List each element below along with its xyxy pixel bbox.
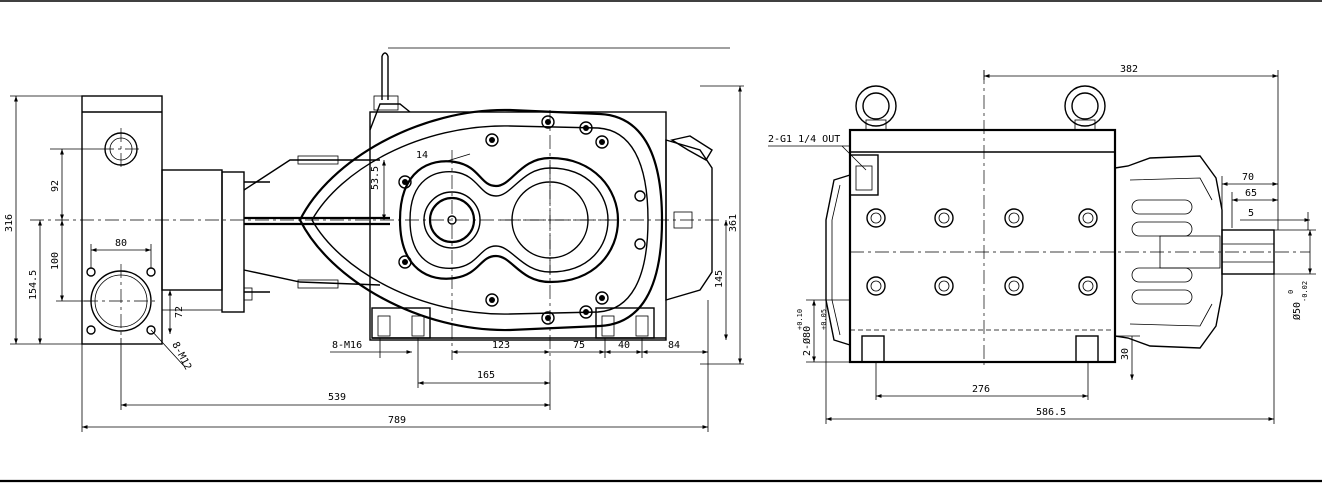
motor-flange [665,139,713,301]
drive-shaft [1221,229,1275,275]
drive-end-housing [1114,155,1223,349]
left-end-cap [825,174,851,346]
valve-plugs [866,208,1098,296]
label-shaft-tol-lower: -0.02 [1301,281,1309,302]
front-view [30,47,730,372]
dim-586-5: 586.5 [1036,407,1066,418]
label-inlet-tol-upper: +0.10 [796,309,804,330]
dim-539: 539 [328,392,346,403]
front-view-dimensions: 789 539 165 123 75 40 84 8-M16 316 154.5 [4,85,744,432]
outlet-port [849,154,879,196]
label-shaft-tol-upper: 0 [1287,290,1295,294]
dim-30: 30 [1120,348,1131,360]
dim-276: 276 [972,384,990,395]
connecting-tube [161,169,223,291]
dim-65: 65 [1245,188,1257,199]
dim-75: 75 [573,340,585,351]
cover-bolts [398,115,646,325]
dim-100: 100 [50,252,61,270]
dim-154-5: 154.5 [28,270,39,300]
lifting-eye-right [1064,85,1106,127]
label-8-m12: 8-M12 [169,340,193,372]
lifting-eye-left [855,85,897,127]
dim-70: 70 [1242,172,1254,183]
dim-5: 5 [1248,208,1254,219]
dim-361: 361 [728,214,739,232]
dim-72: 72 [174,306,185,318]
label-inlet-bore: 2-Ø80 [801,326,813,356]
base-foot-right [595,307,655,339]
side-view-dimensions: 382 70 65 5 Ø50 0 -0.02 2-G1 1/4 OUT 2-Ø… [768,64,1316,424]
dim-316: 316 [4,214,15,232]
dim-53-5: 53.5 [370,166,381,190]
dim-84: 84 [668,340,680,351]
dim-92: 92 [50,180,61,192]
label-outlet: 2-G1 1/4 OUT [768,134,840,145]
base-foot-left [371,307,431,339]
dim-80: 80 [115,238,127,249]
dim-145: 145 [714,270,725,288]
pump-housing [369,111,667,341]
side-body [848,128,1117,364]
dim-382: 382 [1120,64,1138,75]
dim-165: 165 [477,370,495,381]
side-view [825,70,1310,365]
dim-123: 123 [492,340,510,351]
dim-14: 14 [416,150,428,161]
label-8-m16: 8-M16 [332,340,362,351]
flange-plate [221,171,245,313]
dim-789: 789 [388,415,406,426]
label-inlet-tol-lower: +0.05 [820,309,828,330]
label-shaft-diameter: Ø50 [1291,302,1303,320]
dim-40: 40 [618,340,630,351]
